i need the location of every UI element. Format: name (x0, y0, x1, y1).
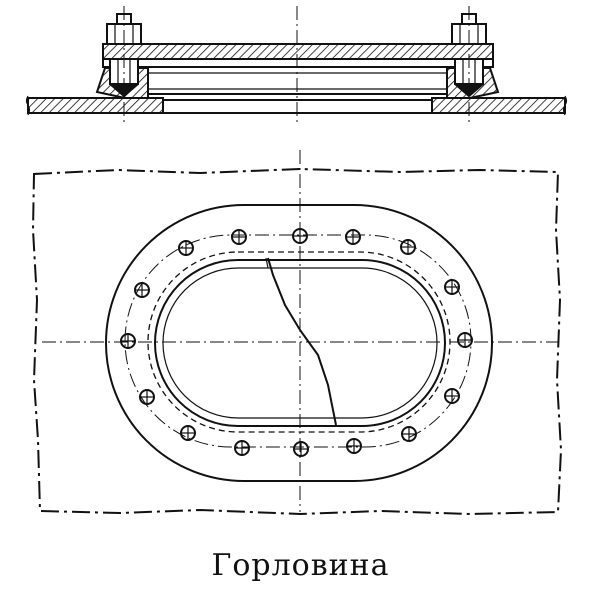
deck-plate-left (27, 97, 164, 114)
drawing-caption: Горловина (211, 548, 390, 583)
cover-plate (102, 43, 494, 60)
flange-outer (105, 204, 493, 482)
plan-view (31, 150, 563, 516)
bolt-circle (124, 234, 472, 448)
section-view (25, 6, 568, 124)
deck-outline (31, 167, 563, 516)
bolt-holes (120, 228, 473, 457)
deck-plate-right (431, 97, 566, 114)
